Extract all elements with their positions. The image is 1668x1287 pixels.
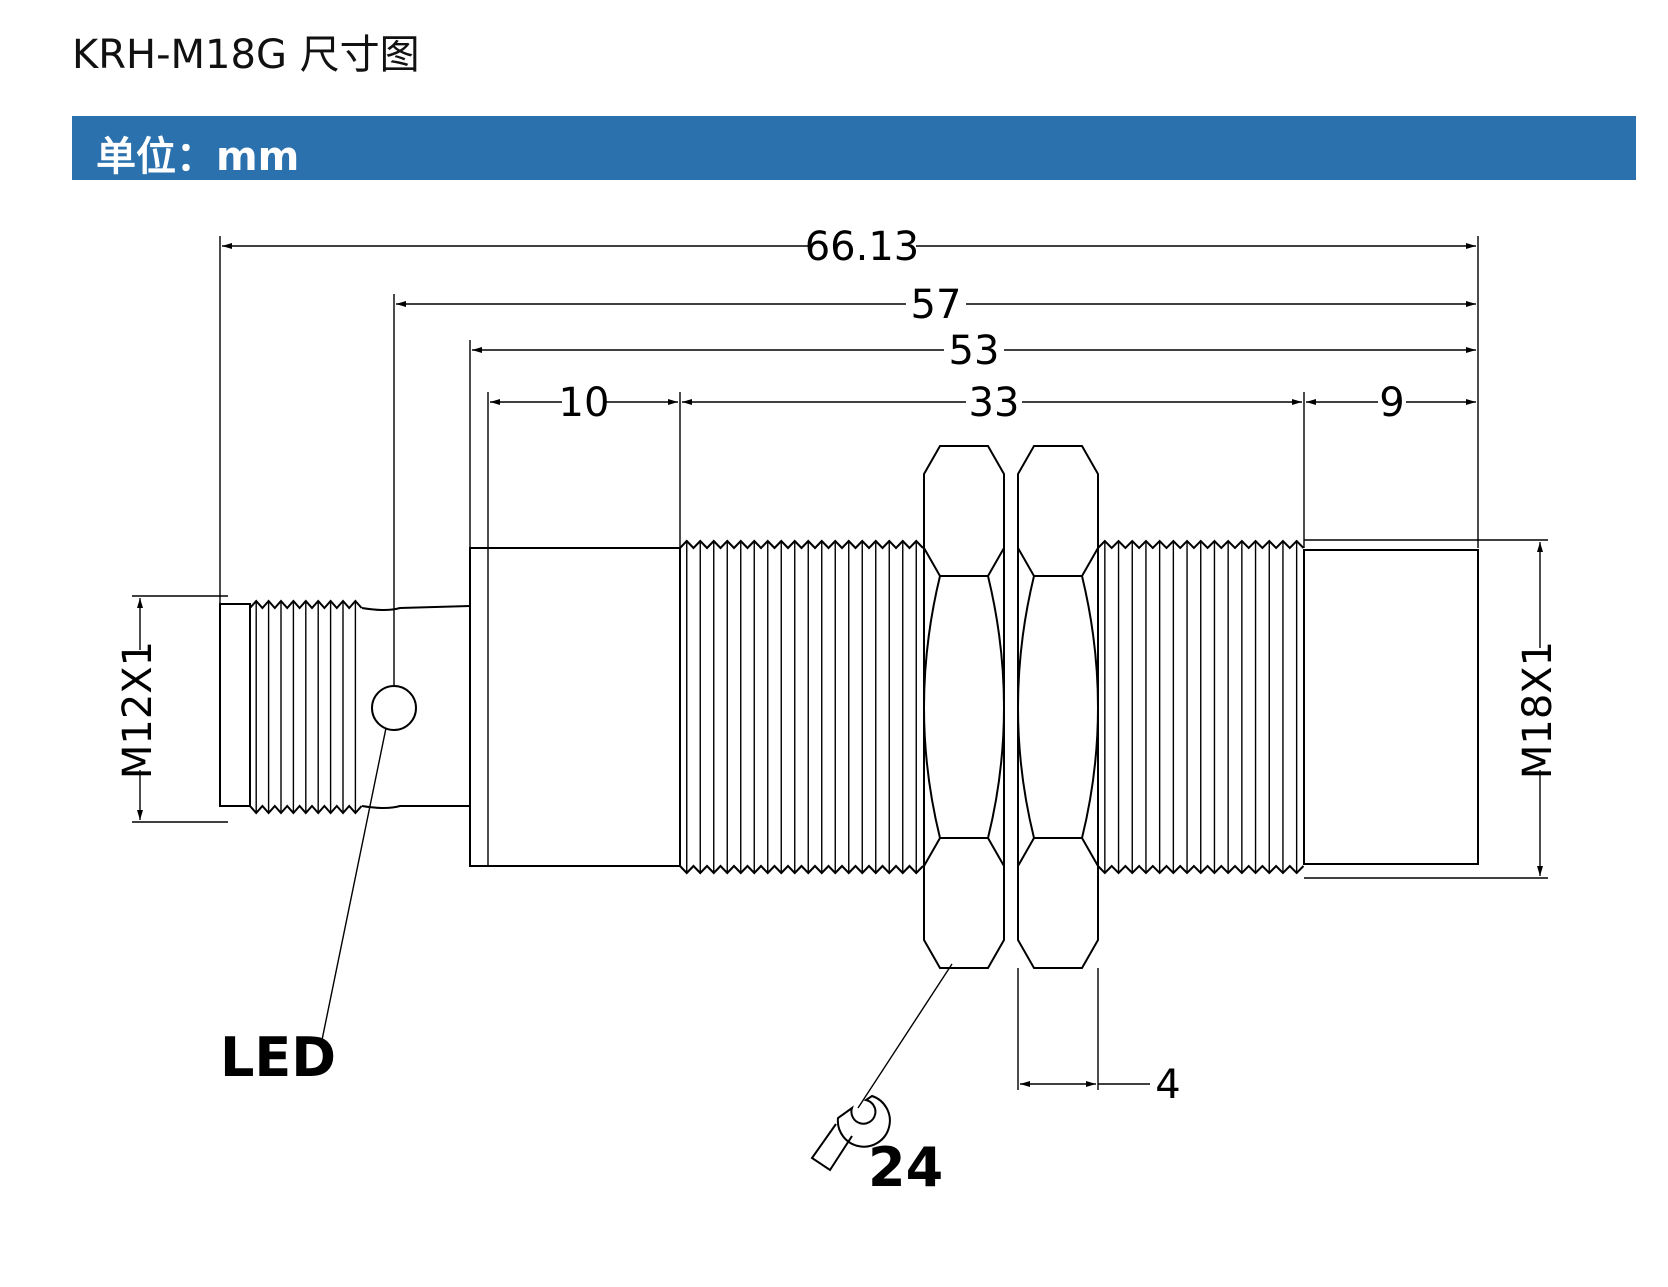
dim-9: 9 — [1379, 380, 1404, 426]
dim-4: 4 — [1155, 1062, 1180, 1108]
led-label: LED — [220, 1026, 336, 1089]
m18-thread — [679, 539, 1305, 875]
extension-lines — [132, 236, 1548, 1090]
unit-label: 单位：mm — [96, 134, 300, 180]
wrench-size-label: 24 — [868, 1136, 943, 1199]
lock-nut-left — [923, 445, 1005, 969]
rear-housing — [469, 547, 681, 867]
dim-m12: M12X1 — [115, 641, 161, 779]
dimension-lines — [137, 243, 1543, 1087]
connector-end — [219, 603, 251, 807]
connector-neck — [361, 605, 471, 809]
dim-57: 57 — [911, 282, 962, 328]
dim-m18: M18X1 — [1515, 641, 1561, 779]
led-leader — [321, 727, 387, 1041]
led-window — [371, 685, 417, 731]
sensor-body — [219, 539, 1479, 875]
unit-banner: 单位：mm — [72, 116, 1636, 180]
wrench-icon — [810, 1094, 891, 1172]
lock-nut-right — [1017, 445, 1099, 969]
wrench-leader — [857, 963, 953, 1109]
sensing-face — [1303, 549, 1479, 865]
m12-thread — [249, 599, 363, 815]
dim-overall-length: 66.13 — [805, 224, 920, 270]
dim-53: 53 — [949, 328, 1000, 374]
dim-10: 10 — [559, 380, 610, 426]
page-title: KRH-M18G 尺寸图 — [72, 32, 420, 78]
dim-33: 33 — [969, 380, 1020, 426]
